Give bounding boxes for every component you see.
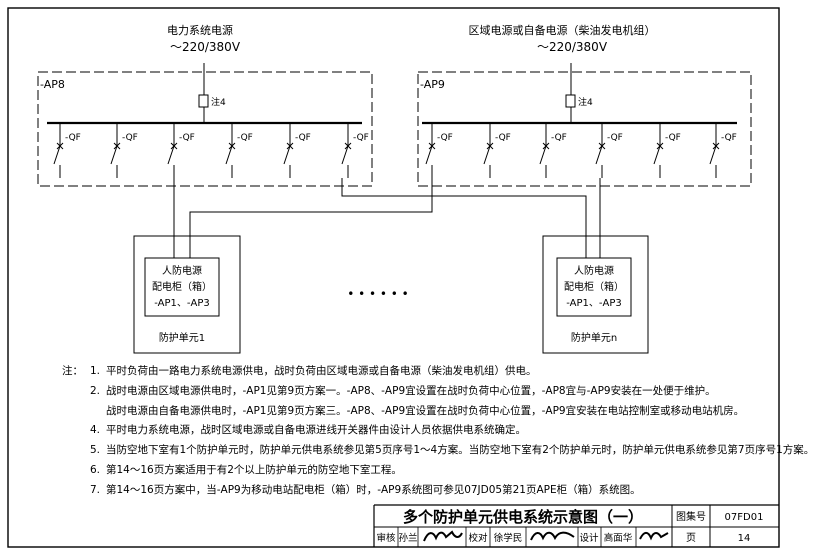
panel-ap9-outline bbox=[417, 71, 752, 187]
breaker-qf: -QF bbox=[425, 123, 453, 178]
right-incoming-device bbox=[565, 94, 576, 108]
breaker-label: -QF bbox=[353, 133, 369, 143]
feeder-ap9-to-unit1 bbox=[189, 178, 433, 258]
note-number: 5. bbox=[90, 444, 101, 457]
breaker-qf: -QF bbox=[539, 123, 567, 178]
breaker-qf: -QF bbox=[653, 123, 681, 178]
drawing-title: 多个防护单元供电系统示意图（一） bbox=[403, 508, 643, 526]
note-item: 2. 战时电源由区域电源供电时，-AP1见第9页方案一。-AP8、-AP9宜设置… bbox=[62, 382, 762, 402]
breaker-label: -QF bbox=[607, 133, 623, 143]
note-item: 注： 1. 平时负荷由一路电力系统电源供电，战时负荷由区域电源或自备电源（柴油发… bbox=[62, 362, 762, 382]
breaker-label: -QF bbox=[437, 133, 453, 143]
right-note-tag: 注4 bbox=[578, 96, 593, 108]
notes-section: 注： 1. 平时负荷由一路电力系统电源供电，战时负荷由区域电源或自备电源（柴油发… bbox=[62, 362, 814, 501]
panel-ap8-label: -AP8 bbox=[40, 78, 65, 91]
check-name: 徐学民 bbox=[494, 532, 523, 544]
left-source-voltage: ～220/380V bbox=[170, 40, 241, 54]
review-label: 审核 bbox=[376, 532, 396, 544]
breaker-label: -QF bbox=[665, 133, 681, 143]
page-number: 14 bbox=[738, 533, 751, 544]
breaker-qf: -QF bbox=[483, 123, 511, 178]
unit1-outline bbox=[133, 235, 241, 354]
note-text: 战时电源由自备电源供电时，-AP1见第9页方案三。-AP8、-AP9宜设置在战时… bbox=[106, 404, 745, 417]
breaker-label: -QF bbox=[495, 133, 511, 143]
atlas-label: 图集号 bbox=[676, 510, 706, 523]
design-label: 设计 bbox=[579, 532, 599, 544]
breaker-label: -QF bbox=[179, 133, 195, 143]
unit1-cabinet bbox=[144, 257, 220, 317]
left-incoming-device bbox=[198, 94, 209, 108]
note-number: 7. bbox=[90, 483, 101, 496]
note-text: 第14～16页方案中，当-AP9为移动电站配电柜（箱）时，-AP9系统图可参见0… bbox=[106, 483, 641, 496]
check-label: 校对 bbox=[468, 532, 488, 544]
breaker-qf: -QF bbox=[53, 123, 81, 178]
note-text: 战时电源由区域电源供电时，-AP1见第9页方案一。-AP8、-AP9宜设置在战时… bbox=[106, 384, 716, 397]
note-item: 5. 当防空地下室有1个防护单元时，防护单元供电系统参见第5页序号1～4方案。当… bbox=[62, 441, 814, 461]
title-block bbox=[373, 504, 779, 547]
unitn-cabinet-line2: 配电柜（箱） bbox=[564, 280, 624, 293]
note-item: 7. 第14～16页方案中，当-AP9为移动电站配电柜（箱）时，-AP9系统图可… bbox=[62, 481, 762, 501]
note-number: 6. bbox=[90, 463, 101, 476]
left-source-title: 电力系统电源 bbox=[167, 23, 233, 37]
review-signature bbox=[423, 530, 463, 542]
unitn-cabinet bbox=[556, 257, 632, 317]
unit1-cabinet-line3: -AP1、-AP3 bbox=[154, 298, 209, 309]
note-text: 平时负荷由一路电力系统电源供电，战时负荷由区域电源或自备电源（柴油发电机组）供电… bbox=[106, 365, 537, 377]
atlas-number: 07FD01 bbox=[725, 512, 764, 523]
breaker-label: -QF bbox=[551, 133, 567, 143]
breaker-qf: -QF bbox=[595, 123, 623, 178]
breaker-group: -QF -QF -QF -QF -QF -QF -QF -QF -QF -QF -QF -QF bbox=[53, 123, 737, 178]
more-units-ellipsis: • • • • • • bbox=[347, 287, 409, 301]
left-note-tag: 注4 bbox=[211, 96, 226, 108]
breaker-label: -QF bbox=[122, 133, 138, 143]
design-signature bbox=[639, 531, 669, 541]
breaker-label: -QF bbox=[721, 133, 737, 143]
unitn-outline bbox=[542, 235, 649, 354]
note-text: 平时电力系统电源，战时区域电源或自备电源进线开关器件由设计人员依据供电系统确定。 bbox=[106, 424, 526, 437]
breaker-label: -QF bbox=[65, 133, 81, 143]
design-name: 高面华 bbox=[604, 532, 633, 544]
unitn-caption: 防护单元n bbox=[571, 331, 617, 344]
unit1-cabinet-line2: 配电柜（箱） bbox=[152, 280, 212, 293]
note-number: 1. bbox=[90, 365, 101, 377]
panel-ap8-outline bbox=[37, 71, 373, 187]
note-item: 6. 第14～16页方案适用于有2个以上防护单元的防空地下室工程。 bbox=[62, 461, 762, 481]
breaker-qf: -QF bbox=[110, 123, 138, 178]
unitn-cabinet-line1: 人防电源 bbox=[574, 264, 614, 277]
note-item: 战时电源由自备电源供电时，-AP1见第9页方案三。-AP8、-AP9宜设置在战时… bbox=[62, 402, 762, 422]
review-name: 孙兰 bbox=[398, 532, 417, 544]
check-signature bbox=[530, 531, 575, 541]
panel-ap9-label: -AP9 bbox=[420, 78, 445, 91]
unit1-cabinet-line1: 人防电源 bbox=[162, 264, 202, 277]
note-item: 4. 平时电力系统电源，战时区域电源或自备电源进线开关器件由设计人员依据供电系统… bbox=[62, 421, 762, 441]
breaker-qf: -QF bbox=[167, 123, 195, 178]
note-text: 当防空地下室有1个防护单元时，防护单元供电系统参见第5页序号1～4方案。当防空地… bbox=[106, 444, 814, 457]
unitn-cabinet-line3: -AP1、-AP3 bbox=[566, 298, 621, 309]
breaker-qf: -QF bbox=[709, 123, 737, 178]
notes-heading: 注： bbox=[62, 365, 83, 377]
system-diagram: 电力系统电源 ～220/380V 区域电源或自备电源（柴油发电机组） ～220/… bbox=[7, 7, 780, 548]
note-number: 2. bbox=[90, 384, 101, 397]
breaker-qf: -QF bbox=[225, 123, 253, 178]
breaker-qf: -QF bbox=[283, 123, 311, 178]
note-number: 4. bbox=[90, 424, 101, 437]
page-label: 页 bbox=[686, 532, 696, 544]
feeder-ap8-to-unitn bbox=[341, 178, 587, 258]
right-source-voltage: ～220/380V bbox=[537, 40, 608, 54]
note-text: 第14～16页方案适用于有2个以上防护单元的防空地下室工程。 bbox=[106, 463, 402, 476]
drawing-border bbox=[7, 7, 780, 548]
breaker-qf: -QF bbox=[341, 123, 369, 178]
breaker-label: -QF bbox=[237, 133, 253, 143]
breaker-label: -QF bbox=[295, 133, 311, 143]
right-source-title: 区域电源或自备电源（柴油发电机组） bbox=[469, 23, 656, 37]
unit1-caption: 防护单元1 bbox=[159, 331, 205, 344]
